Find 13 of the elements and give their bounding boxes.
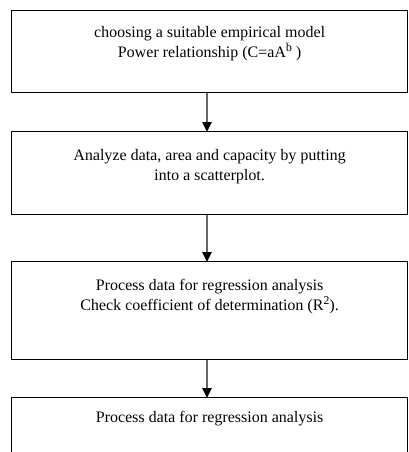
process-box: [11, 397, 408, 452]
box-text: Power relationship (C=aA$^{b}$ ): [118, 43, 302, 63]
process-box: [11, 131, 408, 215]
arrow: [202, 93, 212, 132]
process-box: [11, 10, 408, 93]
box-text: Process data for regression analysis: [96, 408, 324, 428]
box-text: Process data for regression analysis: [96, 276, 324, 296]
arrow: [202, 360, 212, 398]
arrow: [202, 215, 212, 262]
process-box: [11, 261, 408, 360]
box-text: Check coefficient of determination (R$^{2}$).: [80, 296, 339, 316]
box-text: choosing a suitable empirical model: [94, 23, 326, 42]
box-text: Analyze data, area and capacity by putting into a scatterplot.: [72, 146, 347, 186]
